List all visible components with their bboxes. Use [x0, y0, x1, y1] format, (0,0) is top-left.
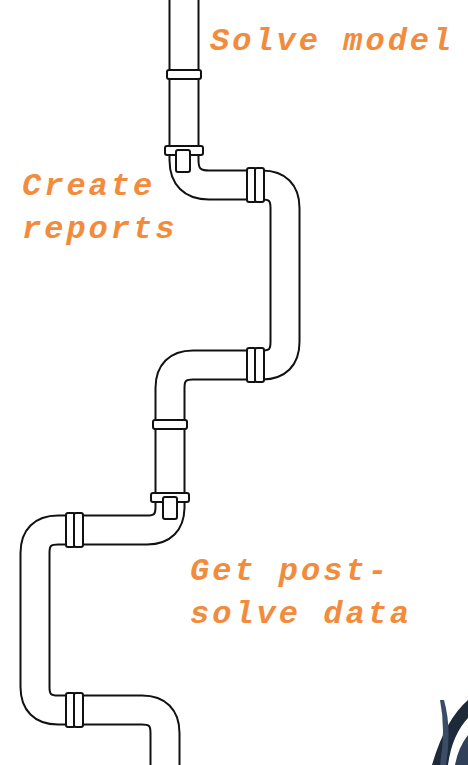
pipe-inner	[35, 0, 285, 765]
plant-leaves	[432, 700, 468, 765]
step-label: Create reports	[22, 165, 192, 251]
step-label: Solve model	[210, 20, 460, 63]
pipe-outline	[35, 0, 285, 765]
step-label: Get post-solve data	[190, 550, 440, 636]
